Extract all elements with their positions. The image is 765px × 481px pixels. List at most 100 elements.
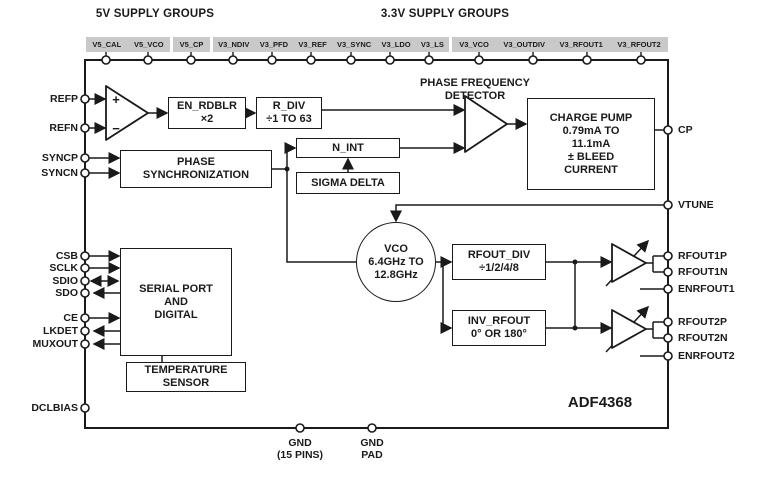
block-serial-port: SERIAL PORT AND DIGITAL [120, 248, 232, 356]
gnd-line1: GND [288, 437, 312, 449]
charge-pump-line3: 11.1mA [571, 137, 611, 150]
pin-label-gnd: GND (15 PINS) [268, 437, 332, 461]
supply-pin-label-v3-ldo: V3_LDO [381, 40, 411, 49]
pin-label-refn: REFN [49, 122, 78, 134]
serial-port-line3: DIGITAL [154, 308, 198, 321]
pin-gnd-pad [367, 423, 377, 433]
supply-pin-label-v5-cal: V5_CAL [92, 40, 122, 49]
pin-enrfout1 [663, 284, 673, 294]
pfd-line1: PHASE FREQUENCY [419, 77, 531, 89]
refbuf-plus-sign: + [112, 92, 120, 107]
pin-label-vtune: VTUNE [678, 199, 714, 211]
pin-label-rfout1p: RFOUT1P [678, 250, 728, 262]
vco-line3: 12.8GHz [374, 268, 418, 281]
charge-pump-line5: CURRENT [564, 163, 618, 176]
pin-refn [80, 123, 90, 133]
block-en-rdblr: EN_RDBLR ×2 [168, 97, 246, 129]
wire-vtune-to-vco [390, 204, 664, 223]
pin-label-sdo: SDO [55, 287, 78, 299]
wires [89, 93, 664, 362]
header-5v-supply: 5V SUPPLY GROUPS [95, 8, 215, 20]
pin-v5-cp [186, 55, 196, 65]
pin-label-sdio: SDIO [52, 275, 78, 287]
block-charge-pump: CHARGE PUMP 0.79mA TO 11.1mA ± BLEED CUR… [527, 98, 655, 190]
pin-csb [80, 251, 90, 261]
junction-dot [572, 259, 578, 265]
en-rdblr-line1: EN_RDBLR [177, 100, 237, 112]
wire-branch-to-inv [440, 262, 453, 334]
label-pfd: PHASE FREQUENCY DETECTOR [400, 76, 550, 104]
phase-sync-line2: SYNCHRONIZATION [142, 169, 250, 181]
pin-sclk [80, 263, 90, 273]
supply-pin-label-v3-sync: V3_SYNC [336, 40, 372, 49]
gnd-pad-line1: GND [360, 437, 384, 449]
junction-dot [572, 325, 578, 331]
block-r-div: R_DIV ÷1 TO 63 [256, 97, 322, 129]
block-sigma-delta: SIGMA DELTA [296, 172, 400, 194]
serial-port-line1: SERIAL PORT [139, 282, 213, 295]
pin-label-syncp: SYNCP [41, 152, 78, 164]
pin-label-rfout2n: RFOUT2N [678, 332, 728, 344]
sigma-delta-label: SIGMA DELTA [311, 176, 385, 189]
pin-label-csb: CSB [55, 250, 78, 262]
rfout1-amp-symbol [611, 243, 647, 283]
supply-bar-group-b: V5_CP [173, 37, 210, 52]
pin-ce [80, 313, 90, 323]
pin-v3-pfd [267, 55, 277, 65]
pin-syncp [80, 153, 90, 163]
supply-pin-label-v5-cp: V5_CP [179, 40, 204, 49]
pin-label-sclk: SCLK [49, 262, 78, 274]
block-rfout-div: RFOUT_DIV ÷1/2/4/8 [452, 244, 546, 280]
pin-label-refp: REFP [49, 93, 78, 105]
pin-dclbias [80, 403, 90, 413]
supply-pin-label-v3-vco: V3_VCO [459, 40, 489, 49]
triangle-symbols [105, 85, 647, 349]
pin-label-dclbias: DCLBIAS [31, 402, 78, 414]
block-inv-rfout: INV_RFOUT 0° OR 180° [452, 310, 546, 346]
pin-sdio [80, 276, 90, 286]
pin-sdo [80, 288, 90, 298]
block-vco: VCO 6.4GHz TO 12.8GHz [356, 222, 436, 302]
supply-pin-label-v3-rfout1: V3_RFOUT1 [559, 40, 603, 49]
supply-bar-group-a: V5_CAL V5_VCO [86, 37, 170, 52]
inv-rfout-line2: 0° OR 180° [471, 328, 527, 340]
junction-dot [284, 166, 290, 172]
r-div-line2: ÷1 TO 63 [266, 113, 312, 125]
pin-enrfout2 [663, 351, 673, 361]
pin-v3-ndiv [228, 55, 238, 65]
gnd-line2: (15 PINS) [276, 449, 324, 461]
pin-label-rfout1n: RFOUT1N [678, 266, 728, 278]
pin-vtune [663, 200, 673, 210]
supply-pin-label-v3-ndiv: V3_NDIV [218, 40, 250, 49]
pin-muxout [80, 339, 90, 349]
pin-v3-ref [306, 55, 316, 65]
block-n-int: N_INT [296, 138, 400, 158]
gnd-pad-line2: PAD [361, 449, 383, 461]
vco-line1: VCO [384, 242, 408, 255]
supply-pin-label-v3-outdiv: V3_OUTDIV [503, 40, 546, 49]
charge-pump-line1: CHARGE PUMP [549, 111, 633, 124]
pin-v3-rfout2 [636, 55, 646, 65]
pin-cp [663, 125, 673, 135]
rfout2-amp-symbol [611, 309, 647, 349]
phase-sync-line1: PHASE [177, 156, 215, 168]
pin-label-syncn: SYNCN [41, 167, 78, 179]
supply-pin-label-v3-pfd: V3_PFD [259, 40, 289, 49]
pin-rfout2n [663, 333, 673, 343]
pin-syncn [80, 168, 90, 178]
pin-rfout1p [663, 251, 673, 261]
block-temp-sensor: TEMPERATURE SENSOR [126, 362, 246, 392]
wire-vga1-fork [646, 255, 664, 273]
chip-name: ADF4368 [567, 394, 633, 411]
pin-label-gnd-pad: GND PAD [346, 437, 398, 461]
refbuf-minus-sign: − [112, 121, 120, 136]
pin-rfout2p [663, 317, 673, 327]
pin-label-muxout: MUXOUT [32, 338, 79, 350]
supply-ticks [105, 52, 642, 56]
block-phase-sync: PHASE SYNCHRONIZATION [120, 150, 272, 188]
pin-v3-rfout1 [582, 55, 592, 65]
charge-pump-line2: 0.79mA TO [562, 124, 620, 137]
pin-v3-ldo [385, 55, 395, 65]
